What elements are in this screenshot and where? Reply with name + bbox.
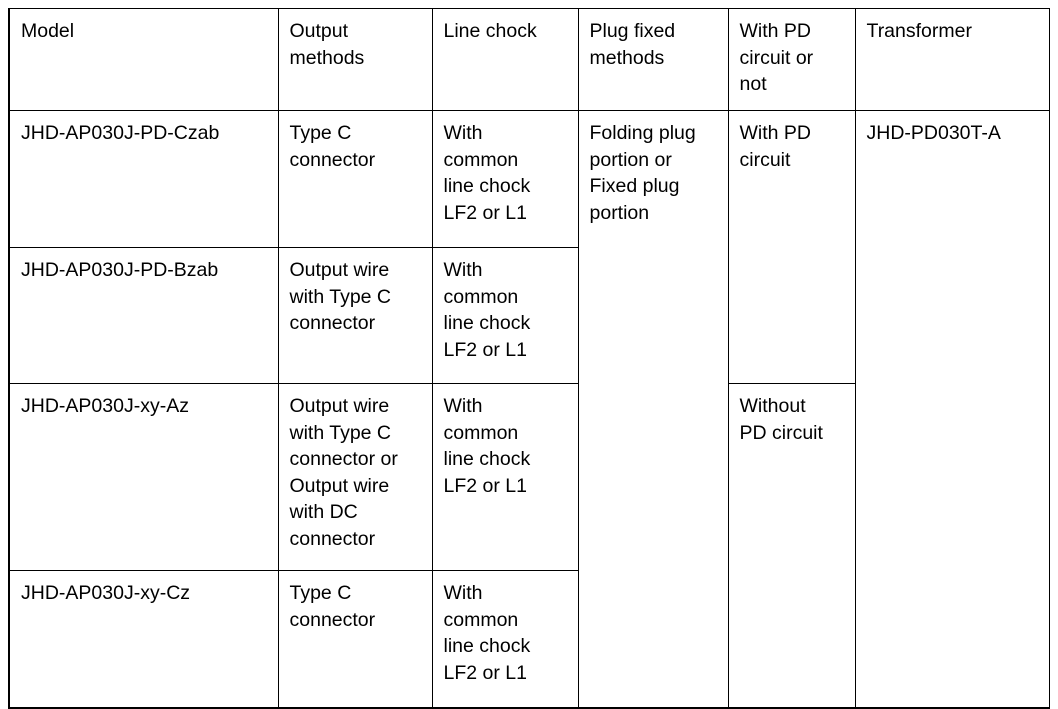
cell-plug-fixed-methods-merged: Folding plug portion or Fixed plug porti… xyxy=(577,110,729,709)
cell-output-methods: Output wire with Type C connector or Out… xyxy=(277,383,433,571)
cell-line-chock: With common line chock LF2 or L1 xyxy=(431,247,579,384)
cell-model: JHD-AP030J-PD-Bzab xyxy=(8,247,279,384)
column-header-line-chock: Line chock xyxy=(431,8,579,111)
cell-model: JHD-AP030J-xy-Cz xyxy=(8,570,279,709)
column-header-model: Model xyxy=(8,8,279,111)
cell-with-pd-circuit-merged: With PD circuit xyxy=(727,110,856,384)
table-row: JHD-AP030J-PD-Bzab Output wire with Type… xyxy=(8,247,1049,384)
table-row: JHD-AP030J-PD-Czab Type C connector With… xyxy=(8,110,1050,709)
cell-output-methods: Type C connector xyxy=(277,110,433,248)
cell-line-chock: With common line chock LF2 or L1 xyxy=(431,383,579,571)
column-header-transformer: Transformer xyxy=(854,8,1050,111)
cell-model: JHD-AP030J-PD-Czab xyxy=(8,110,279,248)
column-header-plug-fixed-methods: Plug fixed methods xyxy=(577,8,729,111)
cell-without-pd-circuit-merged: Without PD circuit xyxy=(727,383,856,709)
cell-model: JHD-AP030J-xy-Az xyxy=(8,383,279,571)
table-row: JHD-AP030J-xy-Az Output wire with Type C… xyxy=(8,383,1049,709)
cell-line-chock: With common line chock LF2 or L1 xyxy=(431,110,579,248)
spec-table-container: Model Output methods Line chock Plug fix… xyxy=(8,8,1050,709)
cell-line-chock: With common line chock LF2 or L1 xyxy=(431,570,579,709)
model-specification-table: Model Output methods Line chock Plug fix… xyxy=(8,8,1050,709)
column-header-output-methods: Output methods xyxy=(277,8,433,111)
column-header-with-pd-circuit-or-not: With PD circuit or not xyxy=(727,8,856,111)
table-header-row: Model Output methods Line chock Plug fix… xyxy=(8,8,1050,111)
cell-transformer-merged: JHD-PD030T-A xyxy=(854,110,1050,709)
cell-output-methods: Type C connector xyxy=(277,570,433,709)
cell-output-methods: Output wire with Type C connector xyxy=(277,247,433,384)
